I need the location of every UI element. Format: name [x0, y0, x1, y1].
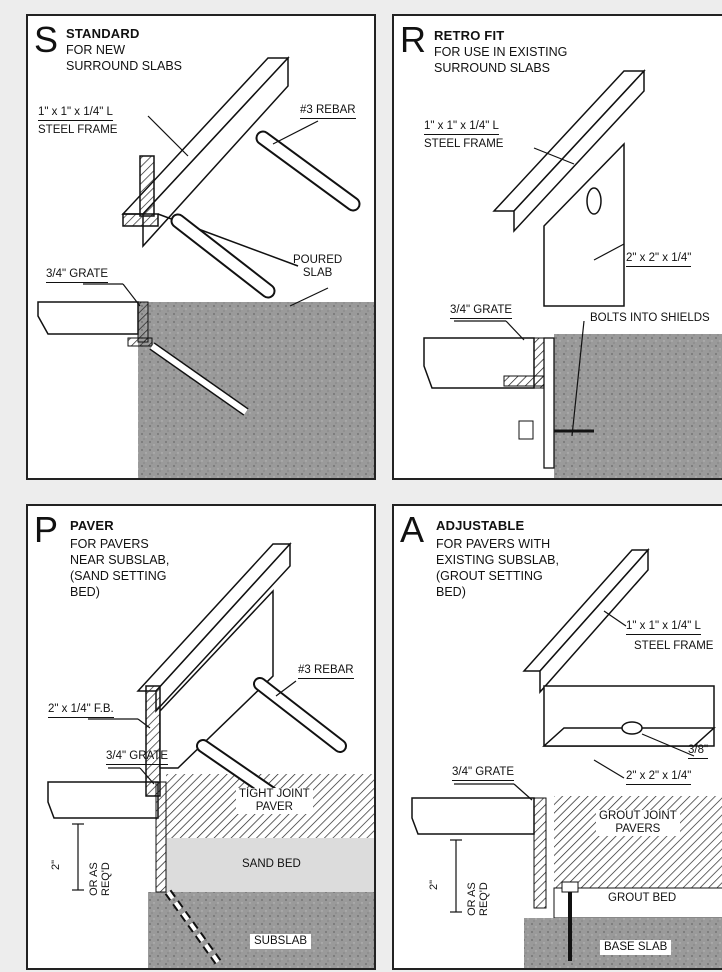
rebar-pair — [170, 130, 361, 299]
panel-retrofit: R RETRO FIT FOR USE IN EXISTING SURROUND… — [392, 14, 722, 480]
retrofit-grate-label: 3/4" GRATE — [450, 304, 513, 319]
existing-slab — [554, 334, 722, 478]
adjustable-title: ADJUSTABLE — [436, 518, 525, 533]
paver-frame — [136, 542, 292, 797]
paver-sand-label: SAND BED — [242, 858, 301, 870]
adjustable-hole-label: 3/8" — [688, 744, 709, 759]
adjustable-frame-size: 1" x 1" x 1/4" L — [626, 620, 701, 635]
retrofit-letter: R — [400, 19, 426, 60]
adjustable-letter: A — [400, 509, 425, 550]
paver-dimension: 2" — [50, 859, 62, 870]
paver-flatbar-label: 2" x 1/4" F.B. — [48, 703, 114, 718]
panel-paver: P PAVER FOR PAVERS NEAR SUBSLAB, (SAND S… — [26, 504, 376, 970]
retrofit-description: FOR USE IN EXISTING SURROUND SLABS — [434, 45, 568, 75]
adjustable-frame — [522, 548, 716, 747]
adjustable-base-slab-label: BASE SLAB — [600, 940, 672, 955]
sand-layer — [166, 838, 374, 892]
paver-drawing — [47, 542, 374, 968]
retrofit-bolts-label: BOLTS INTO SHIELDS — [590, 312, 710, 324]
paver-or-as: OR AS REQ'D — [88, 862, 112, 896]
adjustable-grate — [411, 797, 535, 835]
panel-standard: S STANDARD FOR NEW SURROUND SLABS 1" x 1… — [26, 14, 376, 480]
standard-title: STANDARD — [66, 26, 140, 41]
retrofit-drawing — [423, 69, 722, 478]
steel-frame-angle — [121, 56, 299, 267]
paver-grate — [47, 781, 159, 819]
embedded-rebar — [149, 342, 249, 416]
retrofit-title: RETRO FIT — [434, 28, 505, 43]
paver-description: FOR PAVERS NEAR SUBSLAB, (SAND SETTING B… — [70, 537, 170, 599]
frame-section — [137, 301, 149, 343]
standard-grate-label: 3/4" GRATE — [46, 268, 109, 283]
adjustable-grout-pavers-label: GROUT JOINT PAVERS — [596, 810, 680, 836]
paver-subslab-label: SUBSLAB — [250, 934, 312, 949]
retrofit-frame — [492, 69, 646, 307]
paver-paver-label: TIGHT JOINT PAVER — [236, 788, 313, 814]
paver-letter: P — [34, 509, 59, 550]
standard-rebar-label: #3 REBAR — [300, 104, 356, 119]
grate — [37, 301, 139, 335]
adjustable-description: FOR PAVERS WITH EXISTING SUBSLAB, (GROUT… — [436, 537, 559, 599]
paver-grate-label: 3/4" GRATE — [106, 750, 169, 765]
adjustable-grate-label: 3/4" GRATE — [452, 766, 515, 781]
panel-adjustable: A ADJUSTABLE FOR PAVERS WITH EXISTING SU… — [392, 504, 722, 970]
standard-frame-name: STEEL FRAME — [38, 124, 118, 136]
retrofit-plate-label: 2" x 2" x 1/4" — [626, 252, 692, 267]
standard-description: FOR NEW SURROUND SLABS — [66, 43, 182, 73]
poured-slab — [138, 302, 374, 478]
grout-bed-layer — [553, 887, 722, 919]
subslab-layer — [148, 892, 374, 968]
standard-slab-label: POURED SLAB — [293, 254, 343, 279]
adjustable-frame-name: STEEL FRAME — [634, 640, 714, 652]
adjustable-dimension: 2" — [428, 879, 440, 890]
standard-frame-size: 1" x 1" x 1/4" L — [38, 106, 113, 121]
paver-title: PAVER — [70, 518, 114, 533]
standard-drawing — [37, 56, 374, 478]
plate-section — [543, 337, 555, 469]
adjustable-angle-label: 2" x 2" x 1/4" — [626, 770, 692, 785]
adjustable-or-as: OR AS REQ'D — [466, 882, 490, 916]
standard-letter: S — [34, 19, 59, 60]
retrofit-frame-size: 1" x 1" x 1/4" L — [424, 120, 499, 135]
retrofit-frame-name: STEEL FRAME — [424, 138, 504, 150]
paver-rebar-label: #3 REBAR — [298, 664, 354, 679]
adjustable-grout-bed-label: GROUT BED — [608, 892, 677, 904]
